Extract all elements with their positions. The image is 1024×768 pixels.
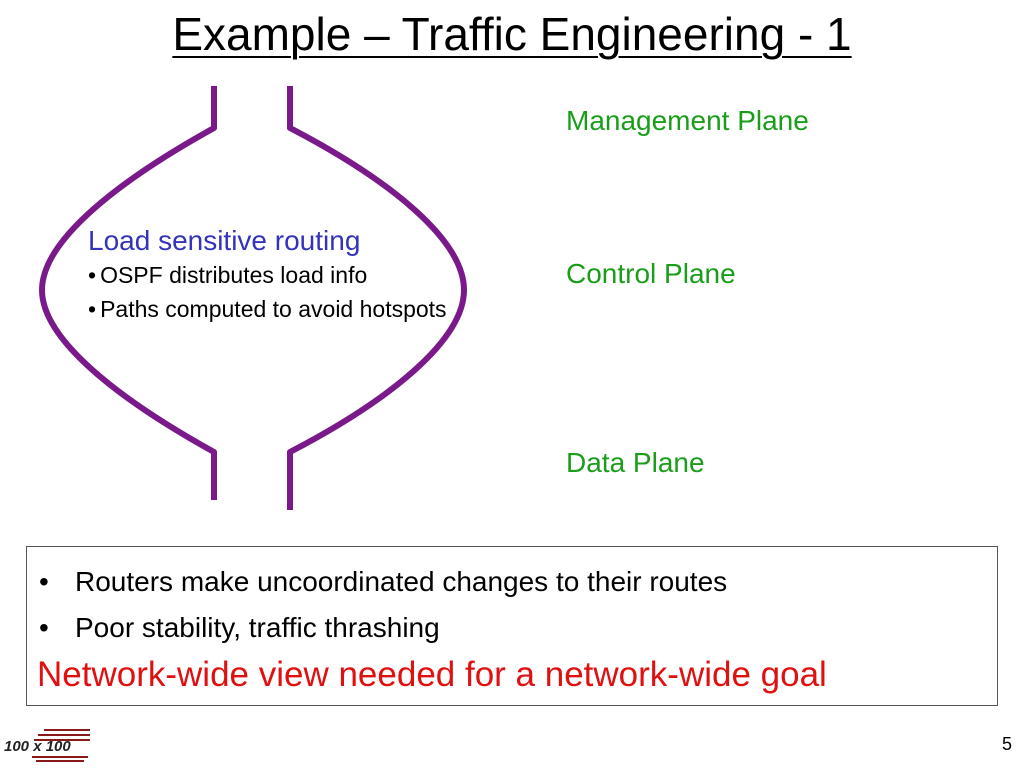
summary-bullet: • Poor stability, traffic thrashing: [39, 605, 727, 651]
left-bulge-line: [39, 86, 217, 500]
page-number: 5: [1001, 734, 1012, 754]
summary-box: • Routers make uncoordinated changes to t…: [26, 546, 998, 706]
routing-bullet-list: •OSPF distributes load info •Paths compu…: [88, 258, 448, 326]
data-plane-label: Data Plane: [566, 447, 705, 478]
right-bulge-line: [287, 86, 467, 510]
summary-bullet-text: Routers make uncoordinated changes to th…: [75, 566, 728, 597]
network-wide-goal: Network-wide view needed for a network-w…: [37, 655, 827, 694]
routing-heading: Load sensitive routing: [88, 225, 361, 256]
routing-bullet: •OSPF distributes load info: [88, 258, 448, 292]
summary-bullet: • Routers make uncoordinated changes to t…: [39, 559, 727, 605]
summary-bullet-text: Poor stability, traffic thrashing: [75, 612, 440, 643]
stripes-logo-icon: [32, 729, 90, 762]
management-plane-label: Management Plane: [566, 105, 809, 136]
bullet-dot-icon: •: [39, 612, 49, 643]
logo-text: 100 x 100: [4, 738, 71, 755]
routing-bullet-text: OSPF distributes load info: [100, 262, 368, 288]
routing-description: Load sensitive routing •OSPF distributes…: [88, 224, 448, 326]
bullet-dot-icon: •: [39, 566, 49, 597]
bullet-dot-icon: •: [88, 296, 97, 322]
slide-title: Example – Traffic Engineering - 1: [172, 8, 852, 60]
routing-bullet-text: Paths computed to avoid hotspots: [100, 296, 447, 322]
control-plane-bulge-diagram: [39, 86, 467, 510]
control-plane-label: Control Plane: [566, 258, 736, 289]
routing-bullet: •Paths computed to avoid hotspots: [88, 292, 448, 326]
bullet-dot-icon: •: [88, 262, 97, 288]
summary-bullet-list: • Routers make uncoordinated changes to t…: [39, 559, 727, 651]
logo: 100 x 100: [4, 724, 92, 764]
